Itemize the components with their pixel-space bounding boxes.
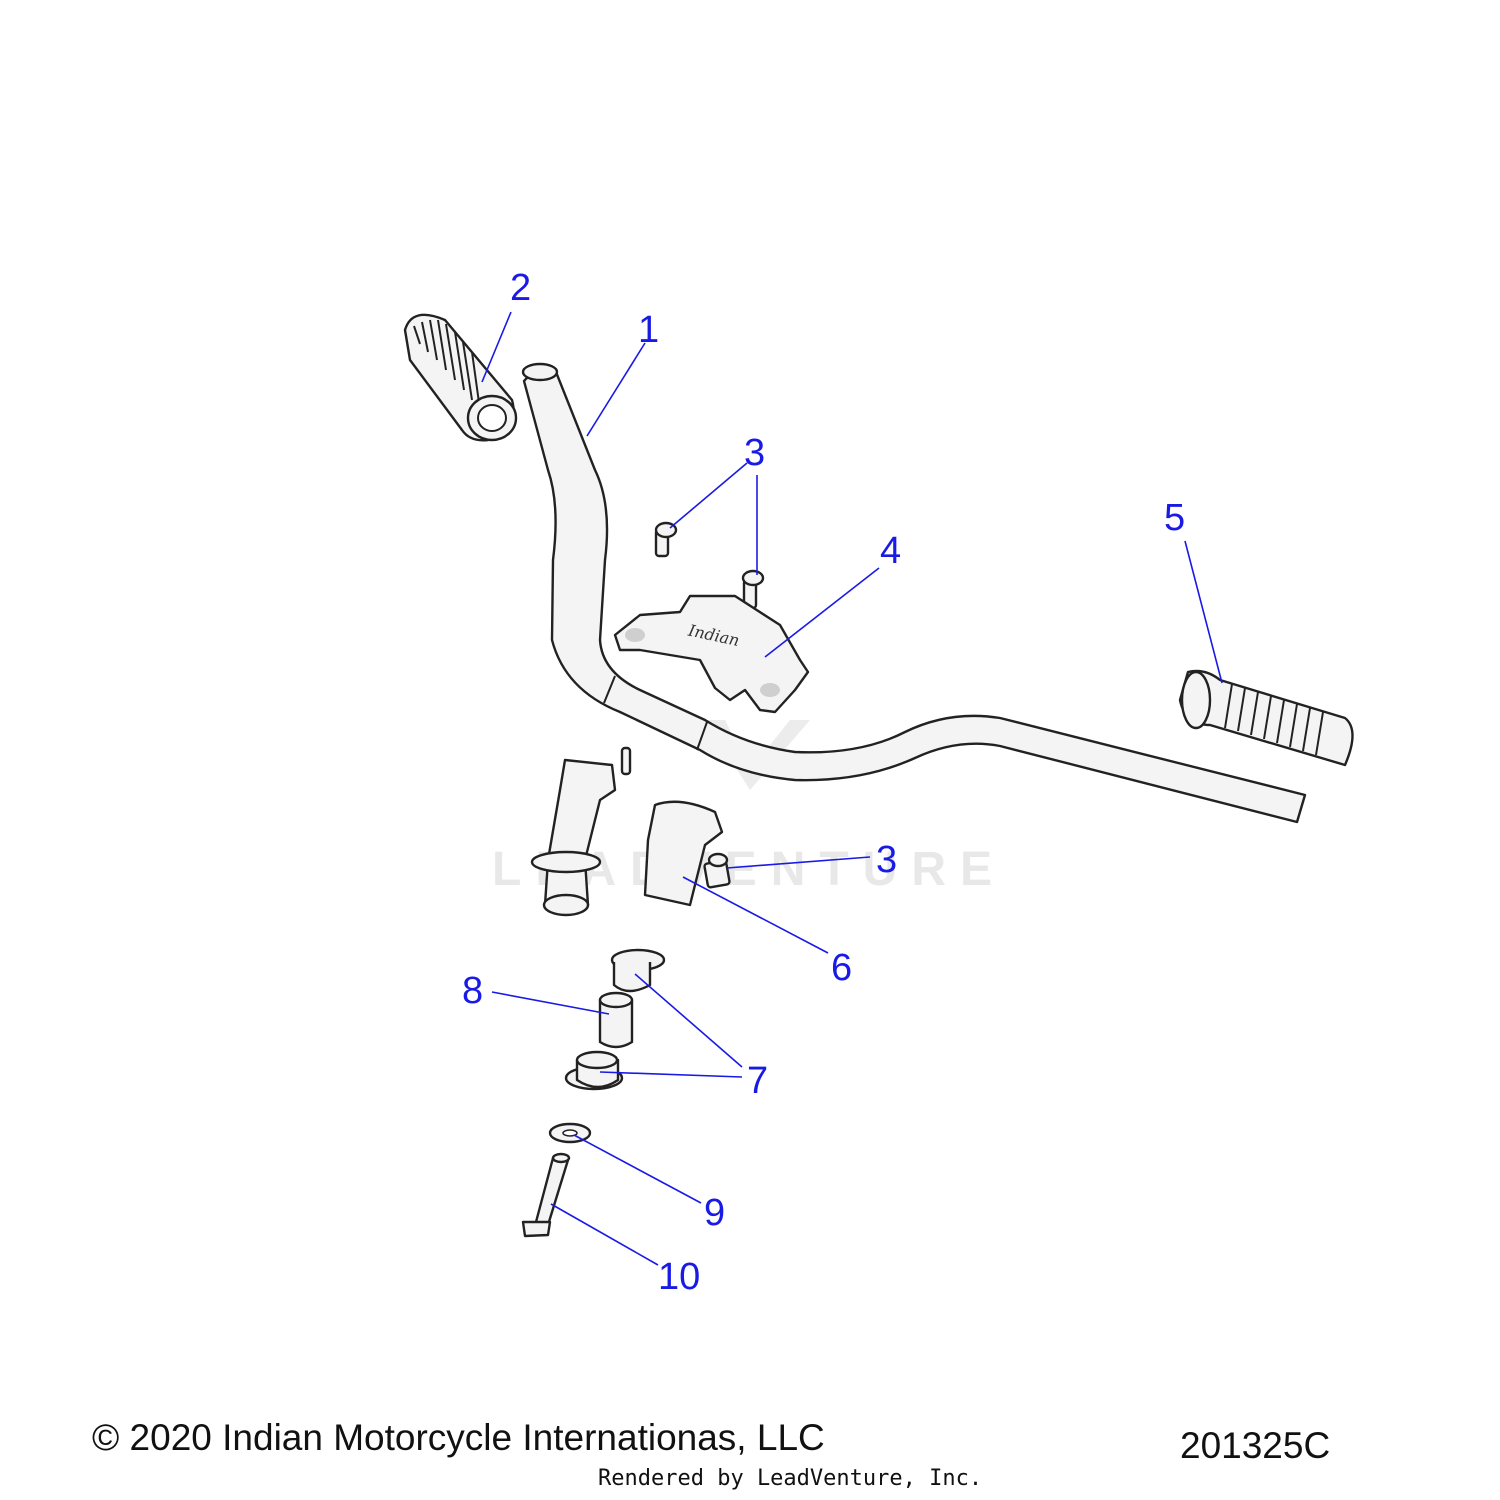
callouts: 1 2 3 3 4 5 6 7 8 9 10 [462, 267, 1185, 1298]
bushing-upper[interactable] [610, 948, 666, 993]
rendered-by-credit: Rendered by LeadVenture, Inc. [598, 1466, 983, 1491]
washer[interactable] [548, 1122, 592, 1144]
callout-10: 10 [658, 1256, 700, 1298]
riser-left[interactable] [530, 746, 632, 917]
callout-4: 4 [880, 530, 901, 572]
callout-2: 2 [510, 267, 531, 309]
screw-upper-right[interactable] [741, 569, 765, 610]
callout-6: 6 [831, 947, 852, 989]
screw-upper-left[interactable] [654, 521, 678, 558]
top-clamp[interactable]: Indian [613, 594, 810, 714]
copyright-notice: © 2020 Indian Motorcycle Internationas, … [92, 1417, 825, 1458]
handlebar[interactable] [521, 362, 1307, 824]
drawing-number: 201325C [1180, 1425, 1331, 1466]
screw-lower[interactable] [703, 852, 731, 889]
bolt[interactable] [521, 1152, 571, 1238]
callout-5: 5 [1164, 497, 1185, 539]
sleeve[interactable] [598, 991, 634, 1049]
callout-1: 1 [638, 309, 659, 351]
callout-3-upper: 3 [744, 432, 765, 474]
riser-right[interactable] [643, 800, 724, 907]
callout-8: 8 [462, 970, 483, 1012]
right-grip[interactable] [1178, 669, 1354, 767]
leader-lines [481, 311, 1223, 1266]
bushing-lower[interactable] [564, 1050, 624, 1091]
callout-7: 7 [747, 1060, 768, 1102]
callout-3-lower: 3 [876, 839, 897, 881]
callout-9: 9 [704, 1192, 725, 1234]
left-grip[interactable] [403, 313, 518, 442]
